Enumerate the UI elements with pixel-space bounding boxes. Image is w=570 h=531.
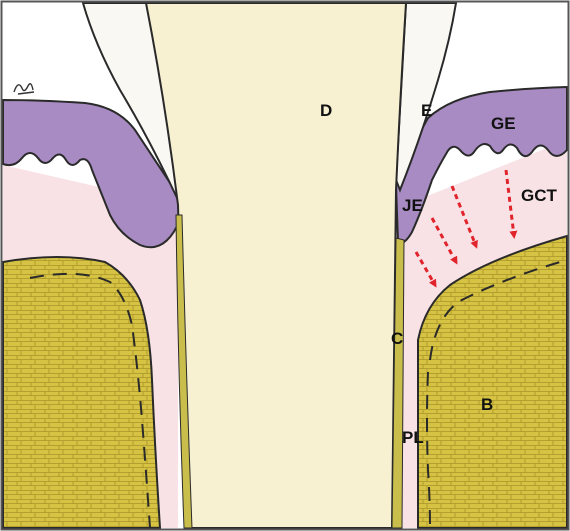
label-gingival-epithelium: GE bbox=[491, 114, 516, 133]
alveolar-bone-left bbox=[3, 257, 160, 528]
label-cementum: C bbox=[391, 329, 403, 348]
label-dentin: D bbox=[320, 101, 332, 120]
label-gingival-connective-tissue: GCT bbox=[521, 186, 558, 205]
label-periodontal-ligament: PL bbox=[402, 428, 424, 447]
label-bone: B bbox=[481, 395, 493, 414]
label-enamel: E bbox=[421, 101, 432, 120]
label-junctional-epithelium: JE bbox=[402, 196, 423, 215]
